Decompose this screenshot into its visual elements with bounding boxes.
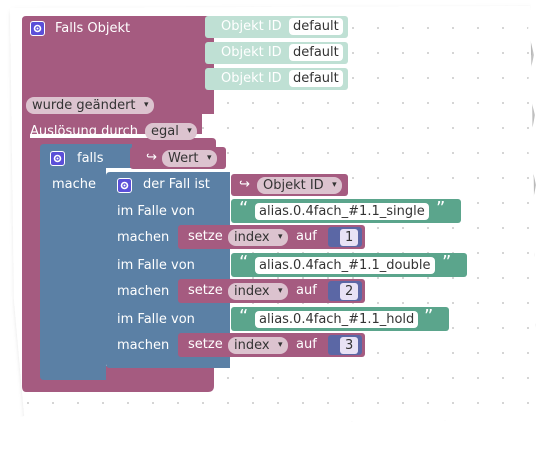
switch-object-value: Objekt ID <box>263 178 324 193</box>
number-field[interactable]: 2 <box>340 283 359 300</box>
open-quote-icon: “ <box>239 306 249 327</box>
case-value-field[interactable]: alias.0.4fach_#1.1_double <box>255 257 435 274</box>
case-label-2: im Falle von <box>117 258 195 273</box>
chevron-down-icon: ▾ <box>144 100 149 110</box>
var-value: index <box>234 284 270 299</box>
object-id-block-3[interactable]: Objekt ID default <box>205 68 348 90</box>
object-id-value[interactable]: default <box>289 18 343 35</box>
number-block-2[interactable]: 2 <box>328 281 362 301</box>
to-label: auf <box>296 337 317 352</box>
trigger-title: Falls Objekt <box>55 21 131 36</box>
switch-arrow-icon: ↪ <box>239 177 250 192</box>
change-mode-dropdown[interactable]: wurde geändert ▾ <box>26 97 154 114</box>
set-block-1[interactable]: setze index ▾ auf 1 <box>178 225 365 249</box>
number-block-1[interactable]: 1 <box>328 227 362 247</box>
switch-object-block[interactable]: ↪ Objekt ID ▾ <box>231 174 348 196</box>
var-dropdown[interactable]: index ▾ <box>228 337 288 354</box>
if-block-shape[interactable] <box>40 144 150 384</box>
var-dropdown[interactable]: index ▾ <box>228 229 288 246</box>
trigger-label: Auslösung durch <box>30 124 139 139</box>
chevron-down-icon: ▾ <box>187 126 192 136</box>
case-label-3: im Falle von <box>117 312 195 327</box>
object-id-label: Objekt ID <box>221 45 282 60</box>
set-label: setze <box>188 283 223 298</box>
object-id-block-1[interactable]: Objekt ID default <box>205 16 348 38</box>
trigger-gear-icon[interactable] <box>30 21 45 36</box>
trigger-value: egal <box>151 124 179 139</box>
object-id-label: Objekt ID <box>221 71 282 86</box>
open-quote-icon: “ <box>239 252 249 273</box>
close-quote-icon: ” <box>436 198 446 219</box>
if-label: falls <box>77 151 104 166</box>
trigger-dropdown[interactable]: egal ▾ <box>145 123 197 140</box>
close-quote-icon: ” <box>424 306 434 327</box>
to-label: auf <box>296 229 317 244</box>
chevron-down-icon: ▾ <box>278 286 283 296</box>
object-id-value[interactable]: default <box>289 70 343 87</box>
chevron-down-icon: ▾ <box>332 180 337 190</box>
set-block-2[interactable]: setze index ▾ auf 2 <box>178 279 365 303</box>
var-value: index <box>234 230 270 245</box>
switch-object-dropdown[interactable]: Objekt ID ▾ <box>257 177 342 194</box>
close-quote-icon: ” <box>442 252 452 273</box>
case-label-1: im Falle von <box>117 204 195 219</box>
case-do-label-1: machen <box>117 230 170 245</box>
case-value-field[interactable]: alias.0.4fach_#1.1_hold <box>255 311 419 328</box>
value-dropdown[interactable]: Wert ▾ <box>162 150 217 167</box>
case-value-block-1[interactable]: “ alias.0.4fach_#1.1_single ” <box>231 199 461 223</box>
chevron-down-icon: ▾ <box>207 153 212 163</box>
number-block-3[interactable]: 3 <box>328 335 362 355</box>
switch-gear-icon[interactable] <box>117 178 132 193</box>
case-value-block-3[interactable]: “ alias.0.4fach_#1.1_hold ” <box>231 307 449 331</box>
var-value: index <box>234 338 270 353</box>
number-field[interactable]: 1 <box>340 229 359 246</box>
value-block[interactable]: ↪ Wert ▾ <box>130 147 226 169</box>
chevron-down-icon: ▾ <box>278 340 283 350</box>
set-block-3[interactable]: setze index ▾ auf 3 <box>178 333 365 357</box>
var-dropdown[interactable]: index ▾ <box>228 283 288 300</box>
object-id-value[interactable]: default <box>289 44 343 61</box>
open-quote-icon: “ <box>239 198 249 219</box>
value-arrow-icon: ↪ <box>146 150 157 165</box>
set-label: setze <box>188 337 223 352</box>
set-label: setze <box>188 229 223 244</box>
case-value-field[interactable]: alias.0.4fach_#1.1_single <box>255 203 429 220</box>
to-label: auf <box>296 283 317 298</box>
chevron-down-icon: ▾ <box>278 232 283 242</box>
switch-label: der Fall ist <box>143 177 210 192</box>
change-mode-value: wurde geändert <box>32 98 136 113</box>
switch-block-shape[interactable] <box>106 172 236 372</box>
if-gear-icon[interactable] <box>50 151 65 166</box>
object-id-label: Objekt ID <box>221 19 282 34</box>
object-id-block-2[interactable]: Objekt ID default <box>205 42 348 64</box>
case-value-block-2[interactable]: “ alias.0.4fach_#1.1_double ” <box>231 253 467 277</box>
number-field[interactable]: 3 <box>340 337 359 354</box>
do-label: mache <box>52 177 97 192</box>
case-do-label-3: machen <box>117 338 170 353</box>
case-do-label-2: machen <box>117 284 170 299</box>
value-text: Wert <box>168 151 199 166</box>
